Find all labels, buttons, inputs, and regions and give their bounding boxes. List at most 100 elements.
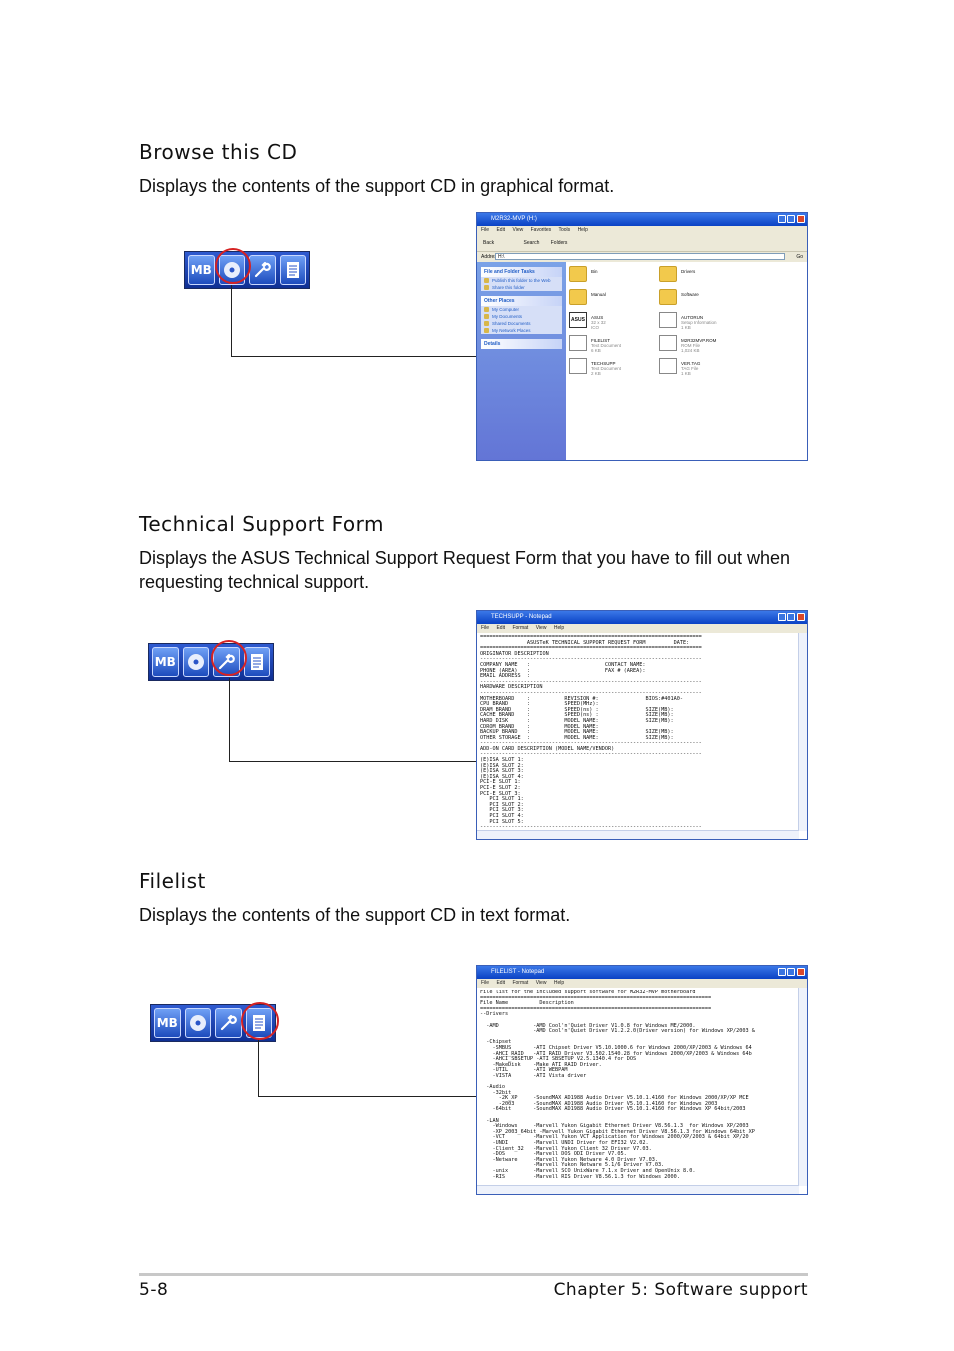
menu-file[interactable]: File <box>481 980 490 986</box>
pane-link[interactable]: My Network Places <box>481 327 562 334</box>
menu-file[interactable]: File <box>481 227 490 233</box>
notepad-text-area[interactable]: File list for the included support softw… <box>480 990 755 1180</box>
notepad-titlebar: FILELIST - Notepad <box>477 966 807 979</box>
page-number: 5-8 <box>139 1280 169 1300</box>
text-file-icon <box>569 358 587 374</box>
explorer-titlebar: M2R32-MVP (H:) <box>477 213 807 226</box>
text-file-icon <box>569 335 587 351</box>
techsupp-notepad-window: TECHSUPP - Notepad File Edit Format View… <box>476 610 808 840</box>
horizontal-scrollbar[interactable] <box>477 830 799 839</box>
menu-help[interactable]: Help <box>553 625 565 631</box>
folder-icon <box>569 266 587 282</box>
maximize-button[interactable] <box>787 968 795 976</box>
highlight-circle <box>215 248 251 284</box>
section-body-browse: Displays the contents of the support CD … <box>139 176 615 196</box>
tag-file-icon <box>659 358 677 374</box>
notepad-title: FILELIST - Notepad <box>491 969 545 975</box>
close-button[interactable] <box>797 613 805 621</box>
mb-button[interactable]: MB <box>152 647 179 677</box>
menu-format[interactable]: Format <box>512 980 529 986</box>
notepad-icon[interactable] <box>279 255 306 285</box>
filelist-notepad-window: FILELIST - Notepad File Edit Format View… <box>476 965 808 1195</box>
menu-help[interactable]: Help <box>553 980 565 986</box>
folders-button[interactable]: Folders <box>550 240 568 246</box>
vertical-scrollbar[interactable] <box>798 633 807 831</box>
menu-help[interactable]: Help <box>577 227 588 233</box>
menu-view[interactable]: View <box>535 625 547 631</box>
address-label: Address <box>481 254 500 260</box>
folder-icon <box>569 289 587 305</box>
section-heading-browse: Browse this CD <box>139 140 298 164</box>
folder-icon <box>659 289 677 305</box>
section-body-filelist: Displays the contents of the support CD … <box>139 905 571 925</box>
rom-file-icon <box>659 335 677 351</box>
address-input[interactable]: H:\ <box>495 253 785 260</box>
menu-favorites[interactable]: Favorites <box>530 227 552 233</box>
pane-file-tasks: File and Folder Tasks Publish this folde… <box>481 267 562 291</box>
pane-link[interactable]: My Documents <box>481 313 562 320</box>
notepad-text-area[interactable]: ========================================… <box>480 635 702 830</box>
pane-link[interactable]: Shared Documents <box>481 320 562 327</box>
settings-file-icon <box>659 312 677 328</box>
wrench-icon[interactable] <box>215 1008 242 1038</box>
wrench-icon[interactable] <box>249 255 276 285</box>
highlight-circle <box>211 640 247 676</box>
highlight-circle <box>241 1002 279 1040</box>
section-body-techsupport: Displays the ASUS Technical Support Requ… <box>139 548 791 592</box>
task-pane: File and Folder Tasks Publish this folde… <box>477 262 566 460</box>
maximize-button[interactable] <box>787 215 795 223</box>
pane-link[interactable]: Share this folder <box>481 284 562 291</box>
minimize-button[interactable] <box>778 968 786 976</box>
chapter-title: Chapter 5: Software support <box>553 1280 808 1300</box>
pane-title[interactable]: File and Folder Tasks <box>481 267 562 277</box>
pane-title[interactable]: Other Places <box>481 296 562 306</box>
folder-icon <box>659 266 677 282</box>
maximize-button[interactable] <box>787 613 795 621</box>
menu-view[interactable]: View <box>512 227 524 233</box>
menu-edit[interactable]: Edit <box>496 980 506 986</box>
footer-rule <box>139 1273 808 1276</box>
close-button[interactable] <box>797 968 805 976</box>
minimize-button[interactable] <box>778 215 786 223</box>
file-item[interactable]: Software <box>659 289 744 309</box>
cd-icon[interactable] <box>182 647 209 677</box>
vertical-scrollbar[interactable] <box>798 988 807 1186</box>
menu-tools[interactable]: Tools <box>558 227 571 233</box>
pane-details: Details <box>481 339 562 349</box>
menu-edit[interactable]: Edit <box>496 625 506 631</box>
file-item[interactable]: Manual <box>569 289 654 309</box>
search-button[interactable]: Search <box>523 240 540 246</box>
minimize-button[interactable] <box>778 613 786 621</box>
file-item[interactable]: Drivers <box>659 266 744 286</box>
asus-logo-icon: ASUS <box>569 312 587 328</box>
menu-format[interactable]: Format <box>512 625 529 631</box>
notepad-menubar: File Edit Format View Help <box>477 979 807 988</box>
cd-icon[interactable] <box>184 1008 211 1038</box>
menu-file[interactable]: File <box>481 625 490 631</box>
close-button[interactable] <box>797 215 805 223</box>
section-heading-techsupport: Technical Support Form <box>139 512 384 536</box>
pane-link[interactable]: My Computer <box>481 306 562 313</box>
back-button[interactable]: Back <box>483 240 495 246</box>
go-button[interactable]: Go <box>796 254 803 260</box>
mb-button[interactable]: MB <box>188 255 215 285</box>
pane-title[interactable]: Details <box>481 339 562 349</box>
notepad-icon[interactable] <box>243 647 270 677</box>
explorer-menubar: File Edit View Favorites Tools Help <box>477 226 807 235</box>
mb-button[interactable]: MB <box>154 1008 181 1038</box>
leader-line <box>258 1040 477 1097</box>
menu-view[interactable]: View <box>535 980 547 986</box>
menu-edit[interactable]: Edit <box>496 227 506 233</box>
pane-link[interactable]: Publish this folder to the Web <box>481 277 562 284</box>
horizontal-scrollbar[interactable] <box>477 1185 799 1194</box>
file-item[interactable]: Bin <box>569 266 654 286</box>
explorer-title: M2R32-MVP (H:) <box>491 216 537 222</box>
explorer-toolbar: Back Search Folders <box>477 235 807 252</box>
